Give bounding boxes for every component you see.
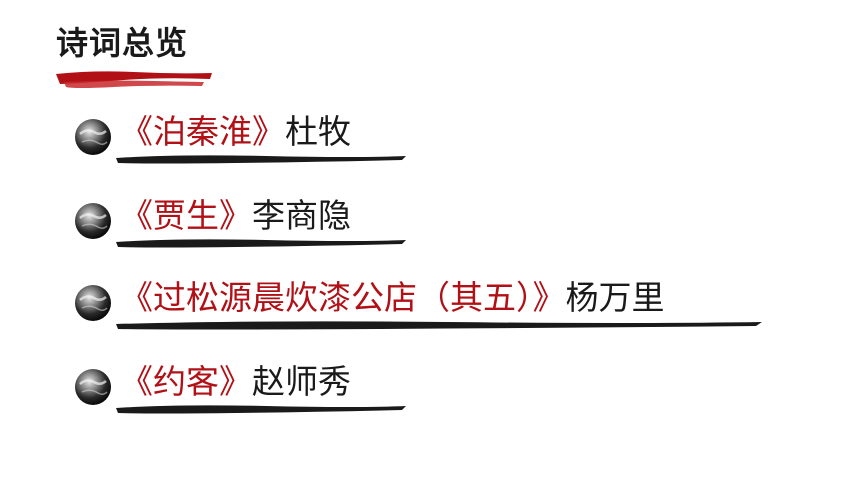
poem-author: 赵师秀: [252, 362, 351, 401]
brush-underline: [116, 321, 762, 330]
poem-item: 《泊秦淮》杜牧: [72, 108, 792, 164]
brush-underline: [116, 239, 406, 248]
poem-title: 《贾生》: [120, 196, 252, 235]
ink-ball-bullet-icon: [75, 203, 111, 239]
poem-title: 《泊秦淮》: [120, 112, 285, 151]
brush-underline: [116, 155, 406, 164]
poem-item: 《约客》赵师秀: [72, 358, 792, 414]
poem-item: 《过松源晨炊漆公店（其五）》杨万里: [72, 274, 792, 330]
ink-ball-bullet-icon: [75, 369, 111, 405]
ink-ball-bullet-icon: [75, 119, 111, 155]
ink-ball-bullet-icon: [75, 285, 111, 321]
poem-title: 《约客》: [120, 362, 252, 401]
poem-author: 李商隐: [252, 196, 351, 235]
poem-author: 杜牧: [285, 112, 351, 151]
poem-item: 《贾生》李商隐: [72, 192, 792, 248]
brush-underline: [116, 405, 406, 414]
title-brush-stroke: [56, 71, 212, 88]
page-title: 诗词总览: [56, 24, 189, 62]
poem-title: 《过松源晨炊漆公店（其五）》: [120, 278, 566, 317]
poem-author: 杨万里: [565, 278, 665, 317]
